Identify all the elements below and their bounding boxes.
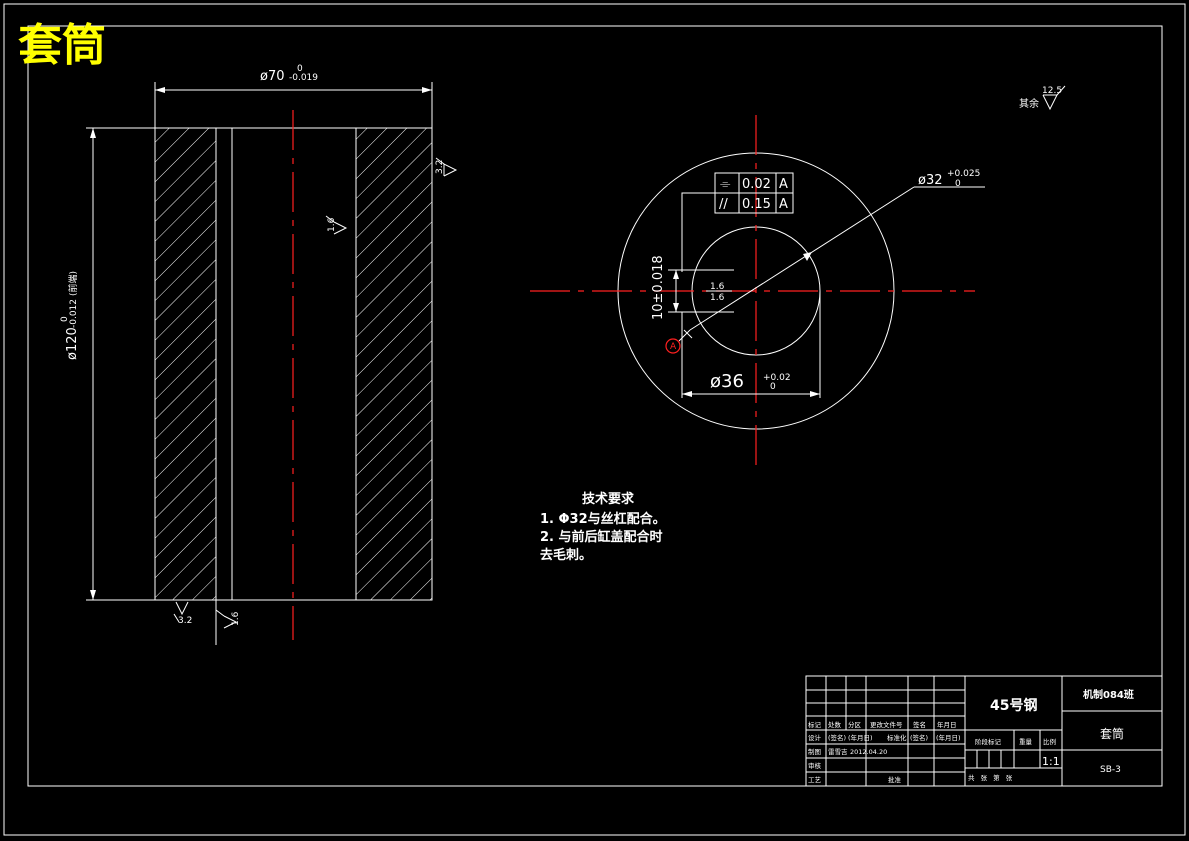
other-roughness-label: 其余	[1019, 97, 1039, 110]
roughness-symbol-bottom-bore: 1.6	[215, 609, 241, 629]
svg-text:工艺: 工艺	[808, 776, 822, 784]
tech-req-line-1: 1. Φ32与丝杠配合。	[540, 511, 666, 527]
roughness-symbol-bottom-left: 3.2	[173, 601, 192, 626]
end-view: ⌯ 0.02 A // 0.15 A 10±0.018 1.6 1.6 ø32 …	[530, 85, 1066, 470]
scale: 1:1	[1042, 755, 1060, 768]
dim-ring-tol-lower: 0	[770, 382, 776, 392]
roughness-symbol-inner: 1.6	[325, 215, 348, 235]
left-wall-hatch	[155, 128, 216, 600]
tolerance-datum-1: A	[779, 177, 788, 192]
svg-text:设计: 设计	[808, 733, 822, 742]
other-roughness-symbol: 12.5	[1042, 85, 1066, 111]
svg-text:共 张 第 张: 共 张 第 张	[968, 773, 1014, 782]
dim-outer-note: (前端)	[67, 271, 79, 296]
slot-roughness-2: 1.6	[710, 293, 725, 303]
dim-inner-tol-upper: 0	[297, 64, 303, 74]
dim-inner-diameter: ø70	[260, 69, 285, 84]
svg-text:2012.04.20: 2012.04.20	[850, 748, 887, 756]
outer-frame	[3, 3, 1186, 836]
svg-text:(签名): (签名)	[828, 733, 846, 742]
material: 45号钢	[990, 697, 1037, 714]
svg-text:更改文件号: 更改文件号	[870, 720, 903, 729]
dim-inner-tol-lower: -0.019	[289, 73, 318, 83]
svg-text:A: A	[670, 342, 677, 352]
drawing-number: SB-3	[1100, 765, 1121, 775]
dim-bore-tol-upper: +0.025	[947, 169, 980, 179]
svg-text:3.2: 3.2	[178, 616, 192, 626]
dim-ring-tol-upper: +0.02	[763, 373, 791, 383]
dim-outer-tol-upper: 0	[60, 316, 70, 322]
svg-text:重量: 重量	[1019, 738, 1033, 746]
svg-text:制图: 制图	[808, 747, 821, 756]
class-name: 机制084班	[1083, 688, 1134, 701]
dim-slot-width: 10±0.018	[651, 255, 666, 320]
dim-outer-tol-lower: -0.012	[69, 299, 79, 328]
svg-text:标准化: 标准化	[887, 733, 907, 742]
svg-text:审核: 审核	[808, 761, 822, 770]
svg-text:年月日: 年月日	[937, 720, 957, 729]
drawing-title: 套筒	[18, 20, 106, 71]
technical-requirements: 技术要求 1. Φ32与丝杠配合。 2. 与前后缸盖配合时 去毛刺。	[540, 491, 666, 563]
dim-bore-tol-lower: 0	[955, 179, 961, 189]
tech-req-line-2: 2. 与前后缸盖配合时	[540, 529, 663, 545]
svg-text:标记: 标记	[808, 720, 822, 729]
inner-frame	[27, 25, 1163, 787]
tech-req-line-3: 去毛刺。	[540, 547, 592, 563]
tolerance-value-2: 0.15	[742, 197, 771, 212]
tolerance-symbol-1: ⌯	[720, 177, 731, 192]
svg-text:比例: 比例	[1043, 737, 1056, 746]
svg-text:(年月日): (年月日)	[848, 733, 873, 742]
tolerance-symbol-2: //	[719, 197, 728, 212]
dim-ring-diameter: ø36	[710, 371, 744, 392]
tolerance-datum-2: A	[779, 197, 788, 212]
svg-text:1.6: 1.6	[327, 217, 337, 232]
slot-roughness-1: 1.6	[710, 282, 725, 292]
svg-text:批准: 批准	[888, 775, 902, 784]
dim-outer-diameter: ø120	[65, 327, 80, 360]
title-block: 标记 处数 分区 更改文件号 签名 年月日 设计 (签名) (年月日) 标准化 …	[805, 675, 1163, 787]
svg-text:1.6: 1.6	[231, 611, 241, 626]
svg-text:签名: 签名	[913, 720, 926, 729]
svg-text:阶段标记: 阶段标记	[975, 737, 1002, 746]
part-name: 套筒	[1100, 726, 1124, 741]
svg-text:处数: 处数	[828, 720, 842, 729]
svg-text:分区: 分区	[848, 720, 862, 729]
tech-req-heading: 技术要求	[582, 491, 635, 507]
right-wall-hatch	[356, 128, 432, 600]
svg-text:12.5: 12.5	[1042, 86, 1062, 96]
dim-bore-diameter: ø32	[918, 173, 943, 188]
roughness-symbol-right: 3.2	[435, 157, 458, 177]
svg-text:3.2: 3.2	[435, 160, 445, 174]
svg-text:(年月日): (年月日)	[936, 733, 961, 742]
datum-marker	[665, 338, 681, 354]
svg-text:(签名): (签名)	[910, 733, 928, 742]
tolerance-value-1: 0.02	[742, 177, 771, 192]
section-view: ø70 0 -0.019 ø120 0 -0.012 (前端) 3.2 1.6	[60, 64, 458, 645]
svg-text:雷雪吉: 雷雪吉	[828, 748, 848, 756]
